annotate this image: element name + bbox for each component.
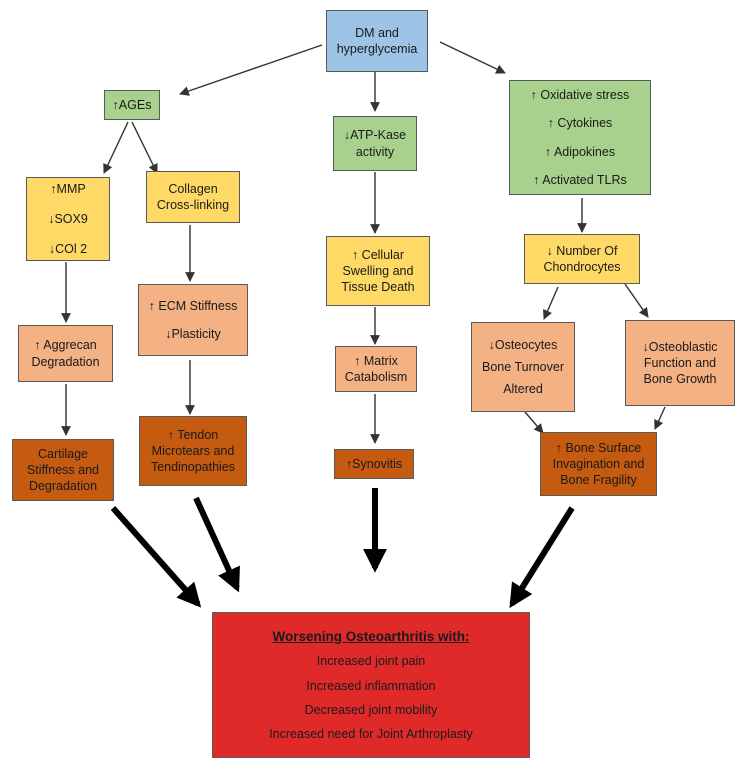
node-text: Bone Fragility — [560, 473, 637, 488]
node-text: ↑ Aggrecan — [34, 338, 97, 353]
node-text: ↑AGEs — [112, 97, 152, 112]
node-text: ↓Osteocytes — [488, 337, 558, 352]
node-text: ↑ Tendon — [167, 427, 219, 442]
final-title: Worsening Osteoarthritis with: — [272, 628, 470, 644]
node-dm-hyperglycemia: DM and hyperglycemia — [326, 10, 428, 72]
node-text: ↓Plasticity — [165, 327, 221, 341]
thick-arrow-cartilage-to-final — [110, 506, 202, 608]
thick-arrow-tendon-to-final — [193, 496, 240, 593]
node-text: Chondrocytes — [543, 260, 621, 274]
node-text: Collagen — [168, 181, 218, 196]
arrow-chondrocytes-to-osteoblastic — [624, 283, 649, 318]
node-text: ↑ Cytokines — [547, 116, 613, 131]
node-text: ↑ ECM Stiffness — [148, 298, 238, 313]
node-aggrecan-degradation: ↑ Aggrecan Degradation — [18, 325, 113, 382]
node-text: Stiffness and — [26, 462, 100, 477]
node-text: ↓COl 2 — [48, 242, 88, 257]
node-text: ↓ATP-Kase — [343, 128, 407, 143]
node-osteoblastic-function: ↓Osteoblastic Function and Bone Growth — [625, 320, 735, 406]
node-text: Microtears and — [151, 443, 235, 458]
node-text: ↑ Adipokines — [544, 144, 616, 159]
node-text: Bone Growth — [643, 372, 717, 387]
node-text: ↑Synovitis — [345, 456, 403, 471]
node-text: ↑ Activated TLRs — [533, 172, 627, 187]
node-text: ↑MMP — [50, 181, 86, 196]
node-text: Function and — [643, 355, 717, 370]
node-matrix-catabolism: ↑ Matrix Catabolism — [335, 346, 417, 392]
node-text: Swelling and — [342, 263, 414, 278]
node-text: Cartilage — [37, 446, 89, 461]
node-text: ↑ Oxidative stress — [530, 88, 630, 102]
node-synovitis: ↑Synovitis — [334, 449, 414, 479]
arrow-ages-to-mmp — [103, 121, 129, 174]
node-text: Degradation — [28, 479, 98, 494]
node-bone-surface-invagination: ↑ Bone Surface Invagination and Bone Fra… — [540, 432, 657, 496]
node-tendon-microtears: ↑ Tendon Microtears and Tendinopathies — [139, 416, 247, 486]
final-item: Increased inflammation — [306, 678, 436, 693]
arrow-chondrocytes-to-osteocytes — [543, 286, 559, 320]
node-cellular-swelling: ↑ Cellular Swelling and Tissue Death — [326, 236, 430, 306]
node-text: DM and — [355, 25, 399, 40]
node-text: hyperglycemia — [336, 42, 418, 56]
node-text: Tissue Death — [341, 280, 415, 295]
node-number-of-chondrocytes: ↓ Number Of Chondrocytes — [524, 234, 640, 284]
final-item: Decreased joint mobility — [304, 702, 438, 717]
node-text: Cross-linking — [156, 198, 230, 212]
arrow-dm-to-oxidative — [439, 41, 506, 74]
node-text: activity — [355, 144, 395, 159]
arrow-osteoblastic-to-bone-surface — [654, 406, 666, 430]
arrow-ages-to-collagen — [131, 121, 158, 174]
node-text: Catabolism — [344, 370, 408, 384]
node-text: Invagination and — [552, 456, 645, 471]
node-mmp-sox9-col2: ↑MMP ↓SOX9 ↓COl 2 — [26, 177, 110, 261]
node-cartilage-stiffness: Cartilage Stiffness and Degradation — [12, 439, 114, 501]
node-text: Altered — [503, 382, 543, 397]
node-text: ↑ Bone Surface — [555, 440, 642, 455]
node-text: Tendinopathies — [150, 460, 236, 475]
node-text: ↓Osteoblastic — [642, 339, 718, 354]
node-collagen-cross-linking: Collagen Cross-linking — [146, 171, 240, 223]
node-osteocytes: ↓Osteocytes Bone Turnover Altered — [471, 322, 575, 412]
node-worsening-osteoarthritis: Worsening Osteoarthritis with: Increased… — [212, 612, 530, 758]
node-atp-kase: ↓ATP-Kase activity — [333, 116, 417, 171]
node-text: Bone Turnover — [482, 359, 564, 374]
node-text: ↓SOX9 — [48, 211, 88, 226]
final-item: Increased need for Joint Arthroplasty — [269, 727, 473, 742]
node-ecm-stiffness: ↑ ECM Stiffness ↓Plasticity — [138, 284, 248, 356]
node-oxidative-stress: ↑ Oxidative stress ↑ Cytokines ↑ Adipoki… — [509, 80, 651, 195]
node-text: Degradation — [31, 354, 100, 369]
node-ages: ↑AGEs — [104, 90, 160, 120]
arrow-osteocytes-to-bone-surface — [524, 411, 544, 434]
node-text: ↓ Number Of — [546, 243, 618, 258]
node-text: ↑ Cellular — [351, 247, 405, 262]
arrow-dm-to-ages — [179, 44, 323, 96]
thick-arrow-bone-surface-to-final — [509, 506, 575, 609]
final-item: Increased joint pain — [316, 654, 426, 669]
node-text: ↑ Matrix — [354, 353, 398, 368]
